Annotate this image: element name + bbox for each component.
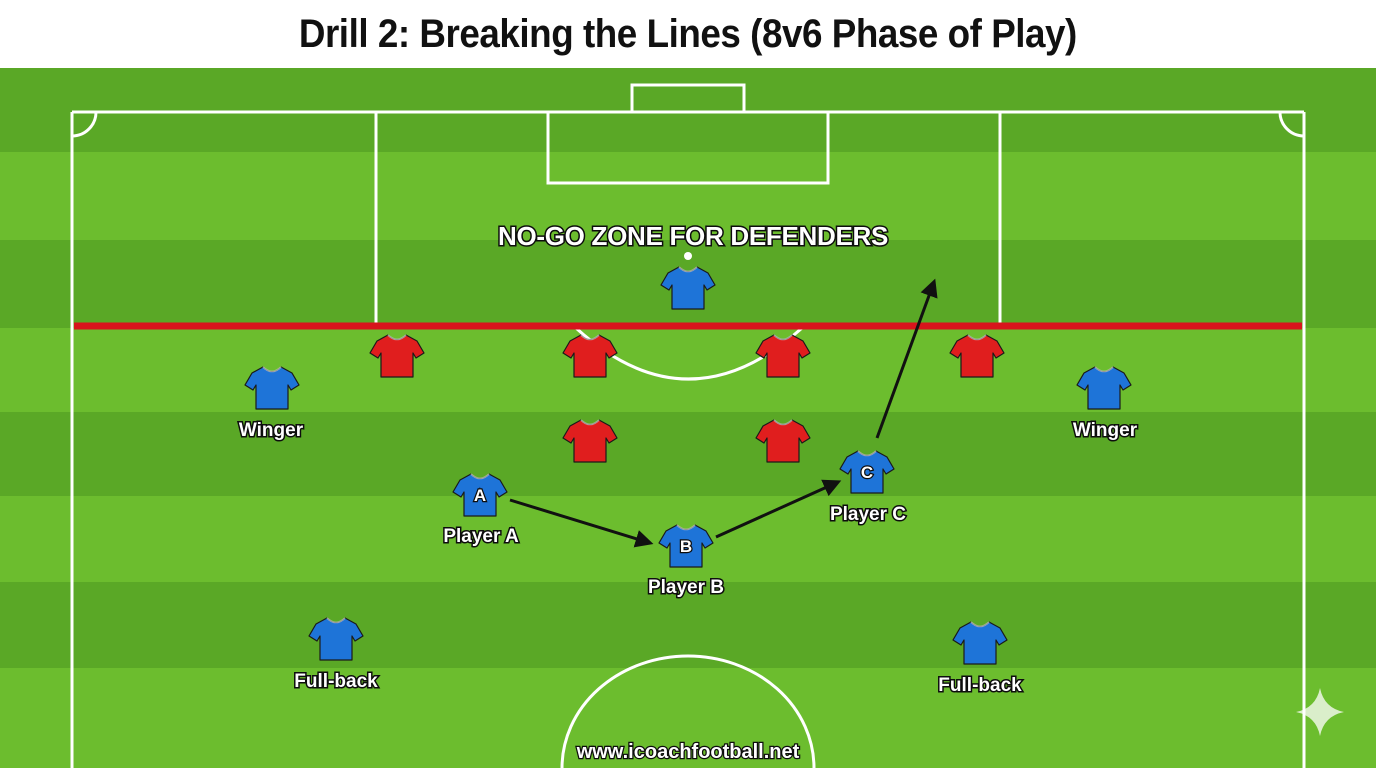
player-a-letter: A: [474, 486, 486, 505]
no-go-zone-label: NO-GO ZONE FOR DEFENDERS: [498, 221, 888, 251]
football-pitch: NO-GO ZONE FOR DEFENDERS A B C Winger Wi…: [0, 68, 1376, 768]
winger-left-label: Winger: [239, 420, 304, 441]
winger-right-label: Winger: [1073, 420, 1138, 441]
grass-stripes: [0, 68, 1376, 768]
website-watermark: www.icoachfootball.net: [576, 741, 800, 763]
player-b-label: Player B: [648, 577, 724, 598]
drill-title: Drill 2: Breaking the Lines (8v6 Phase o…: [298, 11, 1078, 56]
player-c-label: Player C: [830, 504, 906, 525]
pass-arrow-b-to-c: [715, 479, 842, 539]
fullback-left-label: Full-back: [294, 671, 378, 692]
penalty-spot: [684, 252, 692, 260]
pass-arrows: [509, 278, 938, 548]
corner-arc-left: [71, 111, 98, 138]
fullback-right-label: Full-back: [938, 675, 1022, 696]
sparkle-icon: [1296, 688, 1344, 736]
player-a-label: Player A: [443, 526, 519, 547]
corner-arc-right: [1278, 111, 1305, 138]
player-b-letter: B: [680, 537, 692, 556]
run-arrow-c-forward: [875, 278, 938, 439]
center-circle: [560, 654, 816, 768]
goal: [630, 83, 746, 114]
pitch-markings: [70, 83, 1306, 768]
pass-arrow-a-to-b: [509, 498, 654, 548]
title-bar: Drill 2: Breaking the Lines (8v6 Phase o…: [0, 0, 1376, 68]
player-c-letter: C: [861, 463, 873, 482]
